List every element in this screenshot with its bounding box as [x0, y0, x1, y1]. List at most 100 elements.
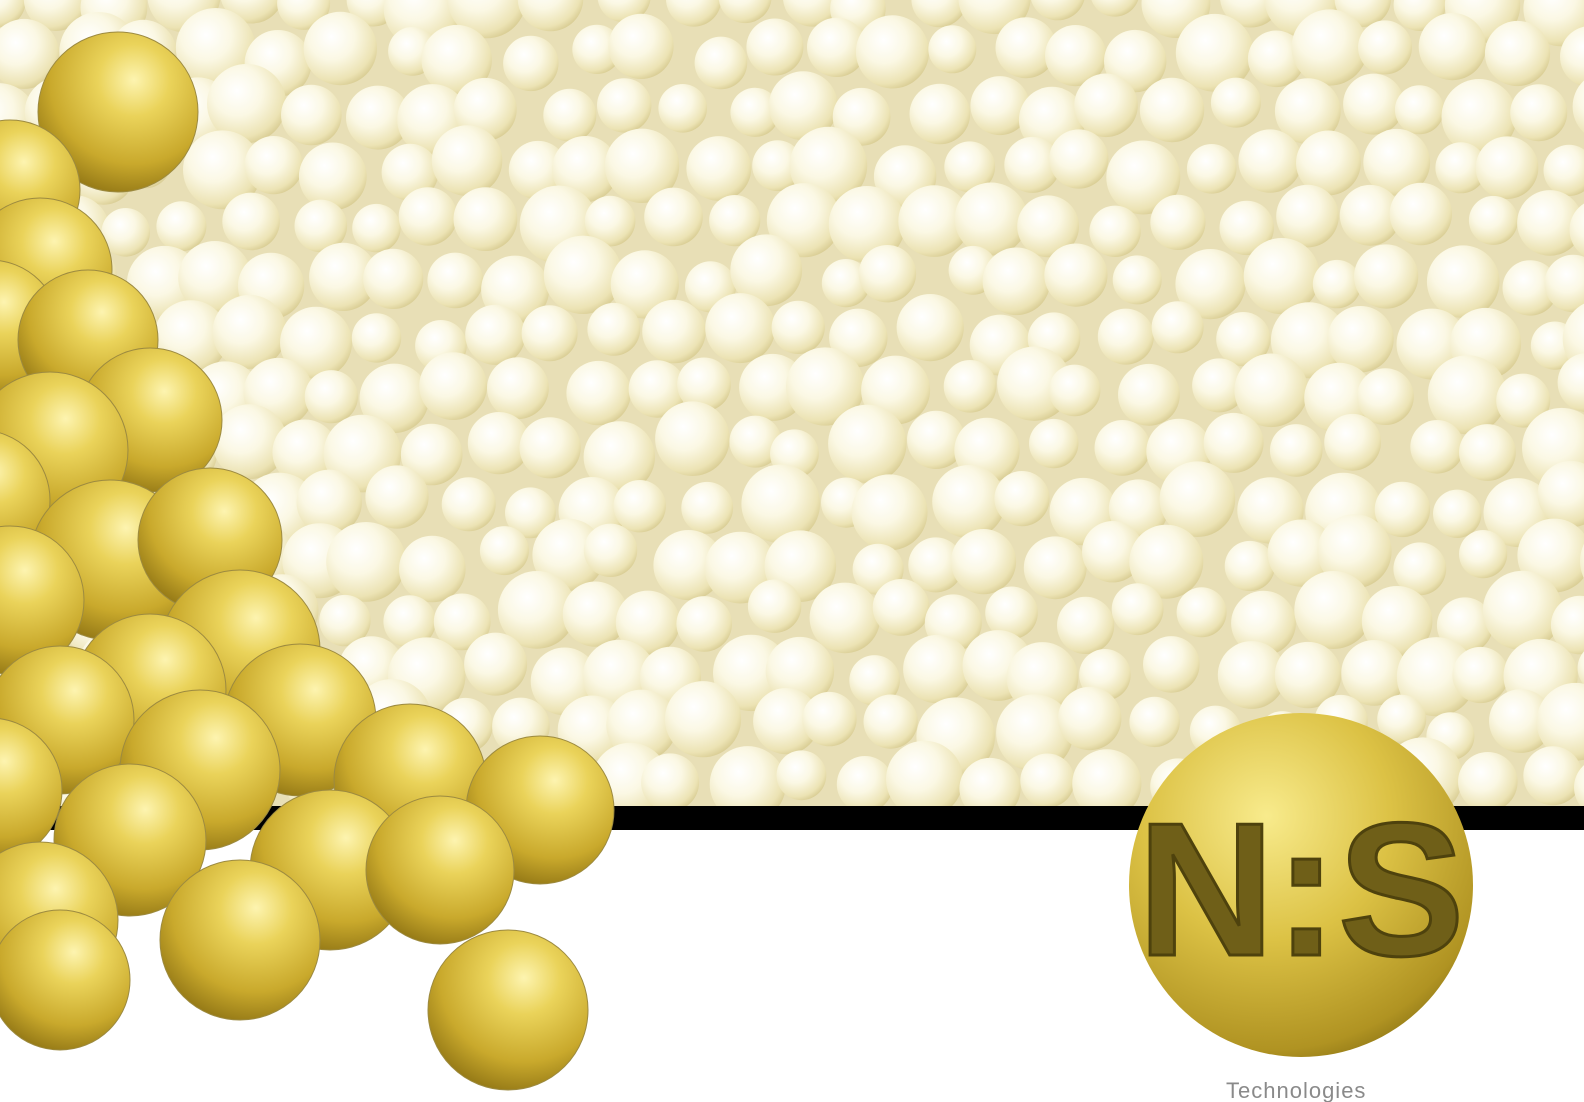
granule: [903, 634, 972, 704]
granule: [1097, 308, 1154, 365]
granule: [753, 688, 820, 755]
granule: [832, 87, 891, 146]
granule: [532, 518, 605, 592]
granule: [183, 130, 262, 210]
granule: [676, 596, 732, 652]
granule: [610, 250, 679, 319]
granule: [1354, 244, 1419, 309]
granule: [739, 353, 807, 421]
granule: [1247, 30, 1305, 88]
granule: [1159, 461, 1236, 537]
granule: [1458, 752, 1518, 806]
granule: [222, 192, 280, 251]
granule: [1058, 686, 1122, 751]
granule: [995, 17, 1057, 79]
granule: [613, 480, 666, 533]
granule: [1484, 20, 1551, 87]
granule: [1044, 243, 1108, 307]
granule: [771, 300, 825, 354]
granule: [239, 704, 302, 767]
granule: [351, 313, 402, 363]
granule: [729, 415, 782, 468]
granule: [597, 78, 652, 133]
granule: [705, 293, 776, 364]
granule: [583, 523, 638, 577]
granule: [465, 304, 526, 365]
granule: [584, 195, 636, 247]
granule: [1234, 353, 1308, 428]
granule: [1510, 84, 1568, 142]
granule: [1341, 640, 1408, 706]
granule: [604, 128, 680, 203]
granule: [615, 590, 680, 655]
granule: [24, 76, 96, 148]
granule: [1339, 184, 1401, 246]
granule: [1475, 136, 1539, 199]
granule: [1324, 413, 1381, 471]
granule: [1111, 583, 1164, 636]
granule: [552, 136, 619, 203]
granule: [1049, 129, 1109, 189]
granule: [202, 629, 276, 703]
granule: [400, 423, 463, 486]
granule: [1072, 749, 1142, 806]
granule: [543, 88, 597, 142]
granule: [849, 655, 900, 706]
granule: [1176, 587, 1227, 638]
granule: [828, 404, 907, 483]
granule: [1231, 590, 1296, 656]
granule: [1358, 20, 1412, 75]
granule: [309, 242, 378, 311]
granule: [136, 358, 189, 411]
granule: [928, 25, 977, 74]
granule: [1577, 651, 1584, 685]
granule: [954, 182, 1028, 256]
granule: [1017, 195, 1079, 258]
granule: [1557, 353, 1584, 412]
granules-photo: [0, 0, 1584, 806]
granule: [365, 465, 429, 529]
granule: [326, 522, 406, 602]
granule: [1217, 641, 1286, 709]
granule: [686, 136, 752, 201]
granule: [1361, 586, 1433, 657]
granule: [1216, 312, 1271, 367]
granule: [1389, 182, 1453, 246]
granule: [996, 694, 1074, 772]
granule: [1523, 746, 1583, 806]
granule: [1151, 301, 1204, 354]
granule: [1029, 418, 1079, 469]
granule: [1004, 136, 1061, 193]
granule: [1129, 696, 1180, 748]
granule: [681, 481, 734, 534]
granule: [421, 24, 492, 96]
granule: [519, 417, 581, 479]
granule: [1312, 259, 1362, 309]
granule: [855, 15, 930, 89]
granule: [642, 299, 706, 364]
tagline: Technologies: [1226, 1078, 1367, 1102]
granule: [1317, 514, 1392, 589]
granule: [943, 360, 997, 413]
granule: [1274, 78, 1341, 144]
granule: [608, 13, 674, 79]
granule: [1489, 689, 1553, 753]
granule: [863, 694, 918, 749]
granule: [1426, 245, 1500, 318]
granule: [898, 185, 970, 257]
granule: [807, 17, 867, 77]
granule: [628, 360, 686, 418]
granule: [1459, 530, 1508, 579]
granule: [641, 753, 700, 806]
granule: [438, 697, 493, 753]
granule: [1091, 0, 1139, 17]
granule: [666, 0, 722, 27]
granule: [1192, 358, 1247, 413]
granule: [0, 0, 26, 27]
granule: [1569, 203, 1584, 256]
granule: [747, 579, 802, 633]
granule: [985, 586, 1038, 640]
granule: [1129, 524, 1204, 599]
granule: [1074, 73, 1138, 138]
ns-logo: N:S: [1126, 710, 1476, 1060]
